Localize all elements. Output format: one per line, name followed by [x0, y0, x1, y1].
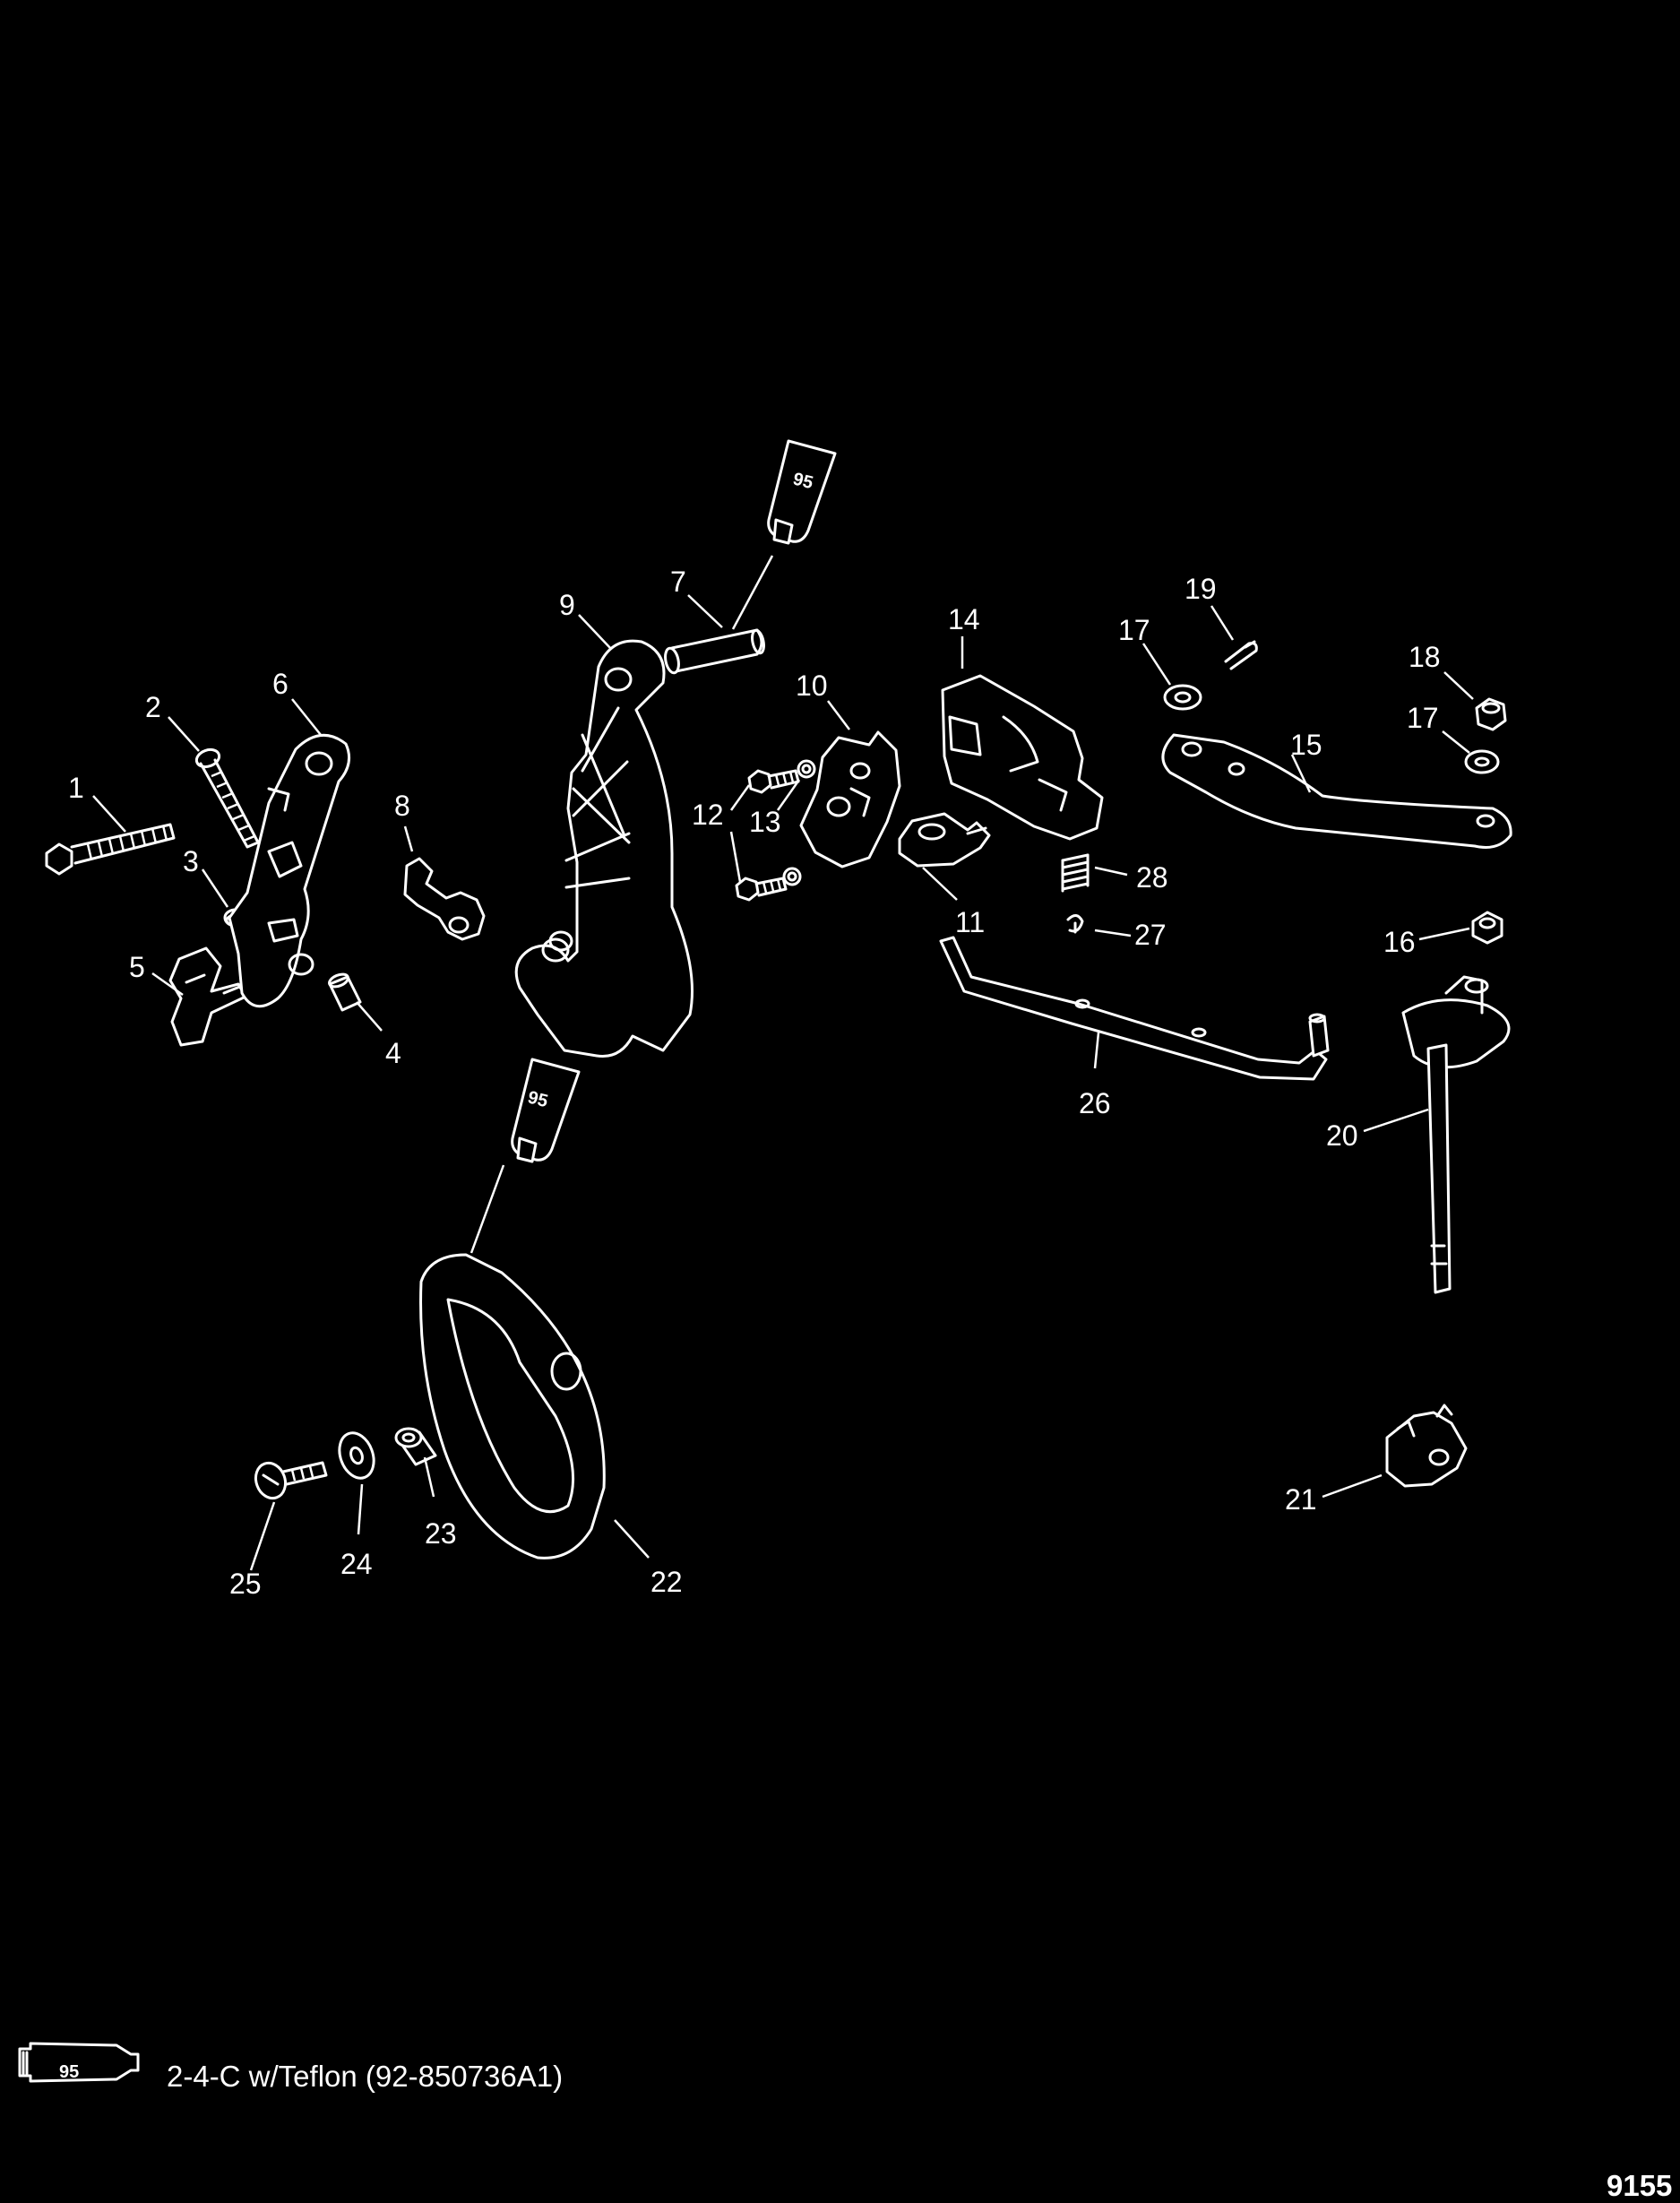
- part-28-spring: [1061, 853, 1090, 893]
- callout-21: 21: [1285, 1483, 1317, 1516]
- part-1-bolt: [45, 823, 176, 876]
- part-11-connector: [898, 812, 991, 868]
- drawing-number: 9155: [1607, 2169, 1673, 2202]
- legend-text: 2-4-C w/Teflon (92-850736A1): [167, 2060, 564, 2093]
- part-19-cotter-pin: [1224, 640, 1258, 670]
- legend-tube-label: 95: [59, 2062, 79, 2082]
- callout-2: 2: [145, 691, 161, 723]
- part-9-cam: [514, 639, 694, 1058]
- tube-label-upper: 95: [791, 470, 815, 494]
- part-22-cover: [419, 1253, 606, 1559]
- part-13-bushings: [782, 759, 816, 886]
- callout-25: 25: [229, 1568, 262, 1600]
- callout-22: 22: [650, 1566, 683, 1598]
- part-12-screws: [735, 769, 800, 902]
- part-14-housing: [941, 674, 1104, 841]
- callout-28: 28: [1136, 861, 1168, 894]
- part-17-washers: [1163, 684, 1500, 774]
- tube-label-lower: 95: [526, 1088, 550, 1112]
- callout-26: 26: [1079, 1087, 1111, 1119]
- callout-17-lower: 17: [1407, 702, 1439, 734]
- callout-19: 19: [1185, 573, 1217, 605]
- callout-6: 6: [272, 668, 289, 700]
- part-21-sensor: [1385, 1404, 1468, 1488]
- callout-27: 27: [1134, 919, 1167, 951]
- leader-lines: [92, 555, 1474, 1571]
- callout-7: 7: [670, 566, 686, 598]
- part-5-latch: [168, 946, 253, 1047]
- part-8-clip: [403, 857, 486, 941]
- part-15-link-arm: [1161, 733, 1512, 849]
- callout-18: 18: [1409, 641, 1441, 673]
- callout-20: 20: [1326, 1119, 1358, 1152]
- callout-4: 4: [385, 1037, 401, 1069]
- part-24-washer: [338, 1431, 375, 1480]
- callout-numbers: 1 2 3 4 5 6 7 8 9 10 11 12 13 14 15 16 1…: [68, 566, 1441, 1600]
- lubricant-tube-upper: 95: [767, 439, 837, 545]
- part-25-screw: [254, 1461, 328, 1500]
- callout-13: 13: [749, 806, 781, 838]
- lubricant-tube-lower: 95: [511, 1058, 581, 1163]
- callout-1: 1: [68, 772, 84, 804]
- part-10-bracket: [799, 730, 901, 868]
- callout-12: 12: [692, 799, 724, 831]
- part-23-spacer: [394, 1427, 437, 1466]
- callout-24: 24: [340, 1548, 373, 1580]
- part-6-lever: [228, 733, 351, 1008]
- callout-15: 15: [1290, 729, 1322, 761]
- callout-11: 11: [955, 906, 985, 938]
- part-26-rod: [939, 936, 1330, 1081]
- part-7-pin: [664, 628, 765, 675]
- part-4-sleeve: [328, 972, 362, 1012]
- callout-5: 5: [129, 951, 145, 983]
- callout-3: 3: [183, 845, 199, 877]
- part-27-clip: [1066, 914, 1084, 934]
- part-16-nut: [1471, 911, 1503, 945]
- part-2-screw: [194, 747, 260, 849]
- legend-tube-icon: 95: [18, 2042, 140, 2083]
- callout-17-upper: 17: [1118, 614, 1150, 646]
- callout-14: 14: [948, 603, 980, 635]
- callout-16: 16: [1383, 926, 1416, 958]
- callout-10: 10: [796, 670, 828, 702]
- part-18-locknut: [1475, 697, 1507, 731]
- part-20-shaft: [1401, 975, 1511, 1294]
- callout-9: 9: [559, 589, 575, 621]
- callout-23: 23: [425, 1517, 457, 1550]
- callout-8: 8: [394, 790, 410, 822]
